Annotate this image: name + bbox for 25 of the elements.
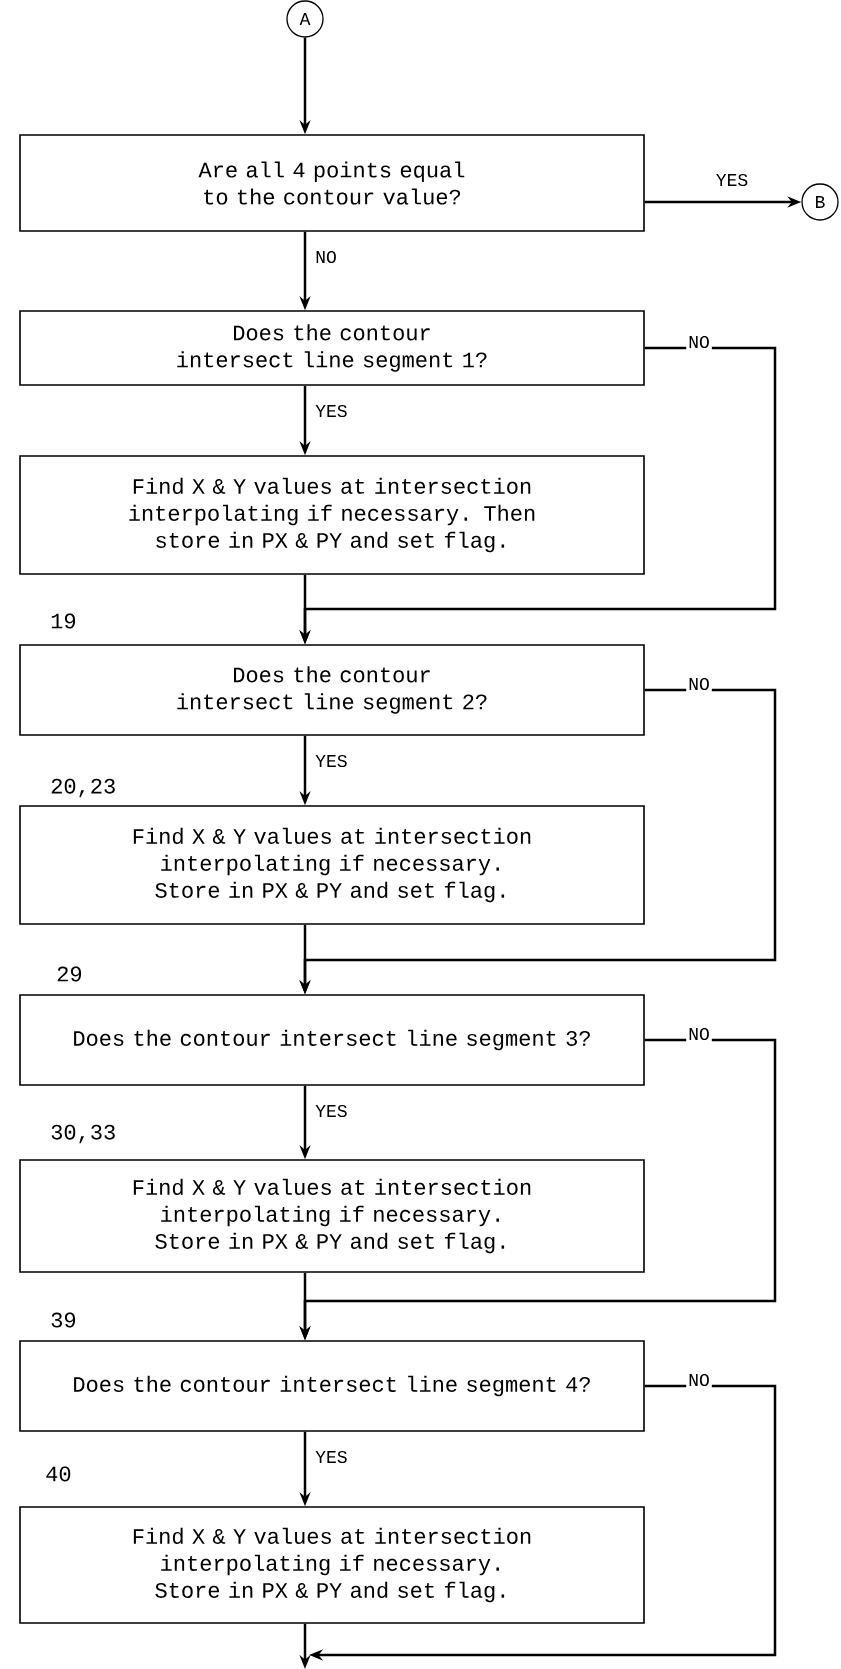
process-box: Does the contour intersect line segment 2? <box>19 644 645 736</box>
edge-label: NO <box>686 333 712 351</box>
edge-label: YES <box>313 752 350 770</box>
process-box: Find X & Y values at intersection interpolating if necessary. Then store in PX & PY and set flag. <box>19 455 645 575</box>
step-number: 20,23 <box>51 778 115 798</box>
edge-label: YES <box>313 1448 350 1466</box>
process-box: Does the contour intersect line segment 3? <box>19 994 645 1086</box>
step-number: 19 <box>51 613 76 629</box>
process-box: Find X & Y values at intersection interpolating if necessary. Store in PX & PY and set flag. <box>19 1159 645 1273</box>
edge-label: NO <box>313 248 339 266</box>
edge-label: YES <box>713 171 751 189</box>
process-box: Find X & Y values at intersection interpolating if necessary. Store in PX & PY and set flag. <box>19 1506 645 1624</box>
step-number: 39 <box>51 1312 76 1328</box>
edge-label: YES <box>313 402 350 420</box>
process-box: Find X & Y values at intersection interpolating if necessary. Store in PX & PY and set flag. <box>19 805 645 925</box>
edge-label: NO <box>686 675 712 693</box>
process-box: Does the contour intersect line segment 1? <box>19 310 645 386</box>
process-box: Does the contour intersect line segment 4? <box>19 1340 645 1432</box>
step-number: 40 <box>46 1466 71 1482</box>
process-box: Are all 4 points equal to the contour value? <box>19 134 645 232</box>
edge-label: NO <box>686 1371 712 1389</box>
step-number: 30,33 <box>51 1124 115 1144</box>
edge-label: NO <box>686 1025 712 1043</box>
edge-label: YES <box>313 1102 350 1120</box>
step-number: 29 <box>57 966 82 982</box>
